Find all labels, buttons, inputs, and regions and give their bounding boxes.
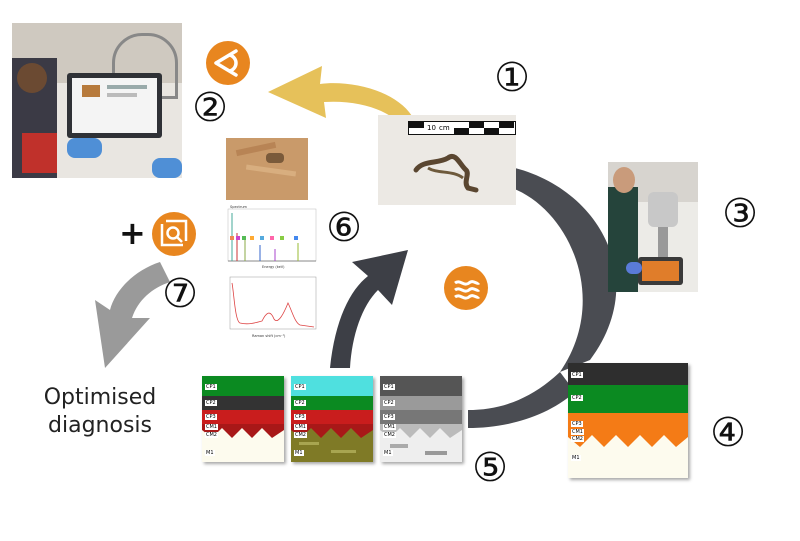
photo-microscope xyxy=(608,162,698,292)
layer-label: M1 xyxy=(294,450,304,456)
gold-arrow xyxy=(268,66,412,124)
step-1: ① xyxy=(494,55,530,101)
eye-icon xyxy=(206,41,250,85)
cycle-arrow-right xyxy=(512,168,617,372)
layer-label: CM2 xyxy=(383,432,396,438)
raman-xlabel: Raman shift (cm⁻¹) xyxy=(252,334,286,338)
layer-label: CP3 xyxy=(205,414,217,420)
stratigraphy-step5-a: CP1 CP2 CP3 CM1 CM2 M1 xyxy=(202,376,284,462)
eds-xlabel: Energy (keV) xyxy=(262,265,285,269)
caption-line-2: diagnosis xyxy=(48,413,152,438)
layer-label: CP2 xyxy=(294,400,306,406)
scale-bar: 10 cm xyxy=(408,121,516,135)
layer-label: CP3 xyxy=(571,421,583,427)
layer-label: CP2 xyxy=(383,400,395,406)
waves-icon xyxy=(444,266,488,310)
scale-ten: 10 xyxy=(427,124,436,132)
layer-label: CP2 xyxy=(571,395,583,401)
cycle-arrow-up xyxy=(330,250,408,368)
layer-label: CM2 xyxy=(294,432,307,438)
step-7: ⑦ xyxy=(162,271,198,317)
eds-spectrum: Spectrum Energy (keV) xyxy=(220,203,320,273)
optimised-diagnosis-caption: Optimised diagnosis xyxy=(30,384,170,440)
cycle-arrow-bottom xyxy=(468,372,575,428)
layer-label: M1 xyxy=(205,450,215,456)
grey-arrow xyxy=(95,262,170,368)
magnifier-frame-icon xyxy=(152,212,196,256)
layer-label: CP1 xyxy=(571,372,583,378)
photo-user-laptop xyxy=(12,23,182,178)
layer-label: M1 xyxy=(571,455,581,461)
step-4: ④ xyxy=(710,410,746,456)
layer-label: M1 xyxy=(383,450,393,456)
step-2: ② xyxy=(192,85,228,131)
raman-spectrum: Raman shift (cm⁻¹) xyxy=(220,273,320,343)
layer-label: CP1 xyxy=(294,384,306,390)
layer-label: CP2 xyxy=(205,400,217,406)
plus-sign: + xyxy=(119,214,146,252)
layer-label: CP1 xyxy=(383,384,395,390)
layer-label: CM2 xyxy=(571,436,584,442)
layer-label: CM1 xyxy=(383,424,396,430)
scale-unit: cm xyxy=(439,124,450,132)
caption-line-1: Optimised xyxy=(43,385,157,410)
layer-label: CP3 xyxy=(294,414,306,420)
step-6: ⑥ xyxy=(326,205,362,251)
eds-title: Spectrum xyxy=(230,205,248,209)
layer-label: CM1 xyxy=(294,424,307,430)
stratigraphy-step4: CP1 CP2 CP3 CM1 CM2 M1 xyxy=(568,363,688,478)
layer-label: CM1 xyxy=(571,429,584,435)
layer-label: CP3 xyxy=(383,414,395,420)
step-3: ③ xyxy=(722,191,758,237)
step-5: ⑤ xyxy=(472,445,508,491)
layer-label: CM2 xyxy=(205,432,218,438)
layer-label: CP1 xyxy=(205,384,217,390)
stratigraphy-step5-c: CP1 CP2 CP3 CM1 CM2 M1 xyxy=(380,376,462,462)
layer-label: CM1 xyxy=(205,424,218,430)
micrograph-image xyxy=(226,138,308,200)
photo-archaeological-object: 10 cm xyxy=(378,115,516,205)
stratigraphy-step5-b: CP1 CP2 CP3 CM1 CM2 M1 xyxy=(291,376,373,462)
